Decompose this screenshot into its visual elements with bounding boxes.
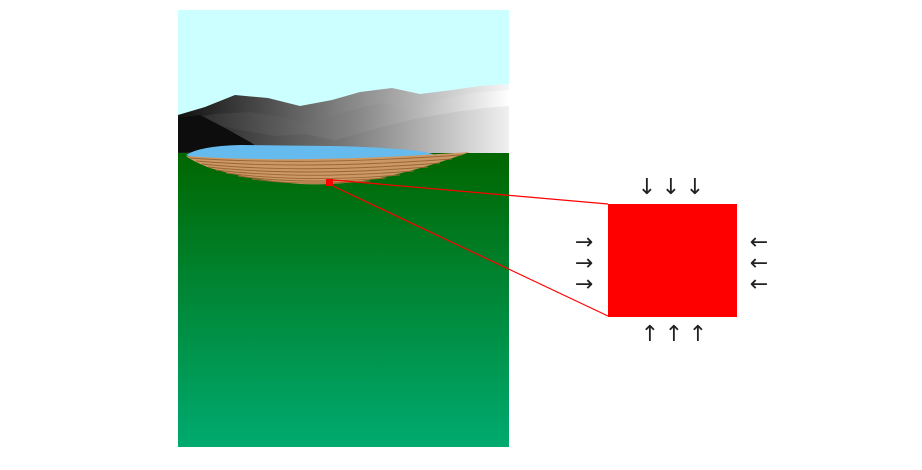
sample-point [326,179,333,186]
arrow-up-1: ↑ [641,322,659,347]
arrow-down-1: ↓ [638,175,656,200]
arrow-left-1: ← [750,230,768,255]
arrows-right: ← ← ← [750,230,768,297]
arrow-left-3: ← [750,272,768,297]
arrow-up-2: ↑ [665,322,683,347]
arrow-right-1: → [575,230,593,255]
zoom-line-top [332,179,609,205]
arrow-down-2: ↓ [662,175,680,200]
arrows-bottom: ↑ ↑ ↑ [641,322,707,347]
lake [186,145,440,160]
arrows-left: → → → [575,230,593,297]
arrow-down-3: ↓ [686,175,704,200]
mountain-range-front [178,106,509,155]
ground-column [178,153,509,447]
sedimentary-basin [186,152,470,185]
stress-block [608,204,737,317]
sediment-layers [189,154,463,184]
arrow-right-2: → [575,251,593,276]
zoom-line-bottom [332,185,609,317]
arrow-right-3: → [575,272,593,297]
arrows-top: ↓ ↓ ↓ [638,175,704,200]
arrow-up-3: ↑ [689,322,707,347]
arrow-left-2: ← [750,251,768,276]
mountain-ridge-left [178,115,265,152]
landscape-panel [178,10,509,447]
zoom-lines [332,179,609,317]
